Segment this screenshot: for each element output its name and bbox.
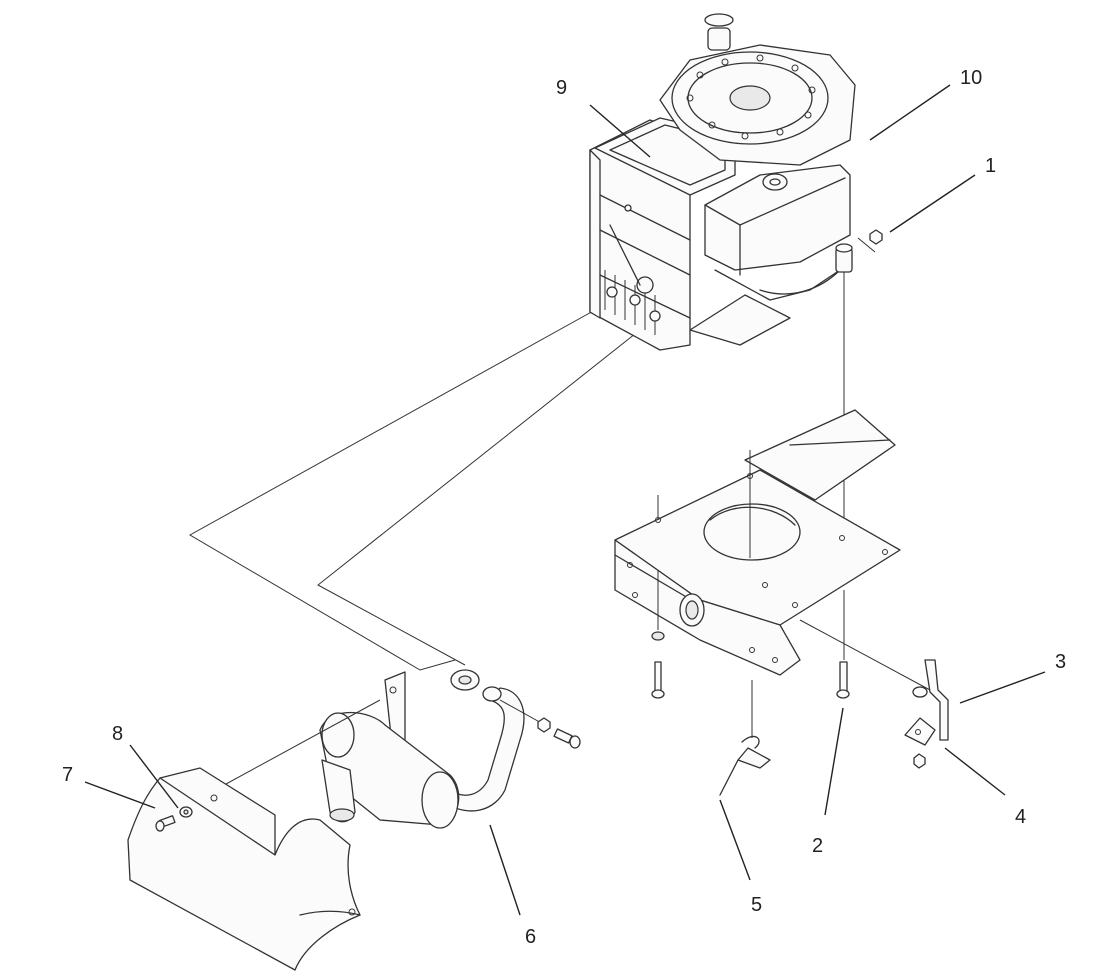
nut-part-1 xyxy=(857,229,883,253)
muffler-part-6 xyxy=(319,669,525,829)
engine-mount-plate xyxy=(614,409,901,676)
flywheel-bolt-ring xyxy=(686,54,816,140)
mount-bolt-left xyxy=(651,570,665,699)
callout-7: 7 xyxy=(62,764,73,786)
heat-shield xyxy=(127,699,381,971)
washer-part-8 xyxy=(179,806,193,818)
screw-part-7 xyxy=(155,815,176,832)
callout-6: 6 xyxy=(525,926,536,948)
callout-5: 5 xyxy=(751,894,762,916)
callout-4: 4 xyxy=(1015,806,1026,828)
clip-part-5 xyxy=(719,680,771,796)
engine xyxy=(589,13,856,351)
callout-3: 3 xyxy=(1055,651,1066,673)
exhaust-screws xyxy=(499,699,581,749)
callout-labels: 9 10 1 3 4 2 5 6 8 7 xyxy=(62,67,1066,948)
assembly-guide-line xyxy=(188,309,641,671)
clamp-part-4 xyxy=(904,717,936,769)
callout-9: 9 xyxy=(556,77,567,99)
callout-2: 2 xyxy=(812,835,823,857)
bracket-part-3 xyxy=(799,619,949,741)
bolt-part-2 xyxy=(836,661,850,699)
callout-10: 10 xyxy=(960,67,982,89)
leader-lines xyxy=(84,84,1046,916)
callout-1: 1 xyxy=(985,155,996,177)
callout-8: 8 xyxy=(112,723,123,745)
